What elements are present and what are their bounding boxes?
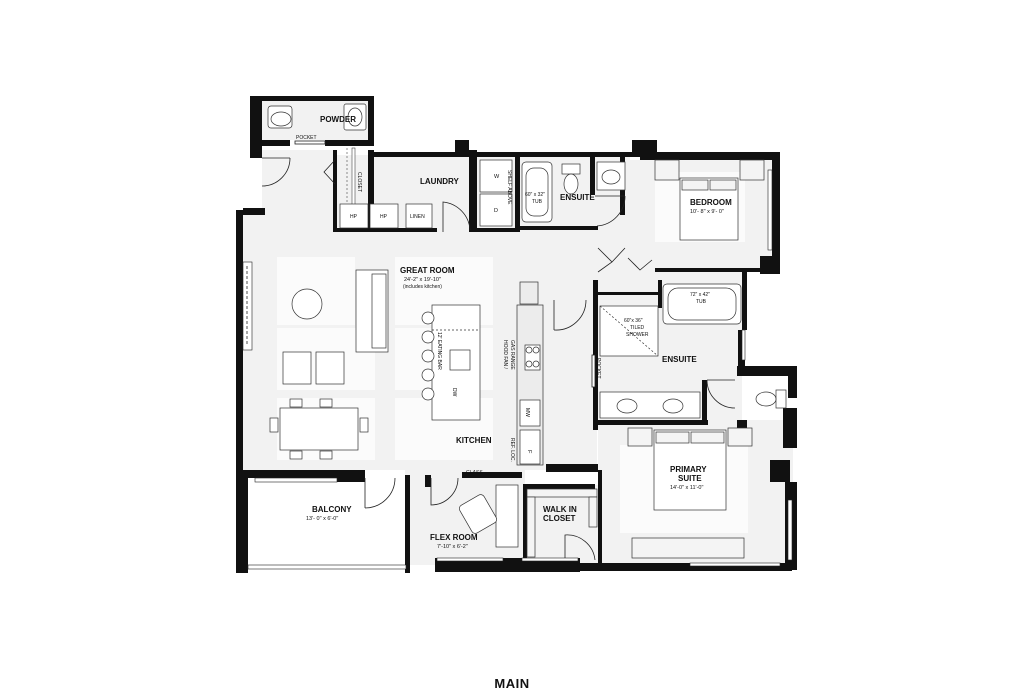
- dryer-label: D: [494, 208, 498, 214]
- doors-windows: [242, 140, 793, 570]
- shower-line-1: TILED: [630, 325, 645, 331]
- primary-suite-dims: 14'-0" x 11'-0": [670, 485, 703, 491]
- shelf-above-label: SHELF ABOVE: [506, 170, 512, 205]
- tub-large-dims: 72" x 42": [690, 292, 710, 298]
- great-room-dims: 24'-2" x 19'-10": [404, 277, 441, 283]
- ensuite-lower-label: ENSUITE: [662, 355, 697, 364]
- pocket-label-side: POCKET: [595, 358, 601, 379]
- powder-label: POWDER: [320, 115, 356, 124]
- fixtures: [267, 103, 787, 559]
- glass-label: GLASS: [466, 470, 483, 476]
- closet-label: CLOSET: [356, 172, 362, 192]
- gas-range-label: GAS RANGE: [509, 340, 515, 370]
- pocket-label-top: POCKET: [296, 135, 317, 141]
- ensuite-upper-label: ENSUITE: [560, 193, 595, 202]
- balcony-label: BALCONY: [312, 505, 352, 514]
- hood-fan-label: HOOD FAN /: [502, 340, 508, 370]
- shower-dims: 60"x 36": [624, 318, 643, 324]
- balcony-dims: 13'- 0" x 6'-0": [306, 516, 338, 522]
- kitchen-label: KITCHEN: [456, 436, 492, 445]
- dw-label: DW: [451, 388, 457, 397]
- fixture-labels: POCKET CLOSET HP HP LINEN W D SHELF ABOV…: [296, 135, 710, 476]
- primary-suite-label-2: SUITE: [678, 474, 702, 483]
- walk-in-label: WALK IN: [543, 505, 577, 514]
- walk-in-label-2: CLOSET: [543, 514, 576, 523]
- great-room-label: GREAT ROOM: [400, 266, 455, 275]
- tub-small-dims: 60" x 32": [525, 192, 545, 198]
- eating-bar-label: 12' EATING BAR: [436, 332, 442, 370]
- room-labels: POWDER LAUNDRY GREAT ROOM 24'-2" x 19'-1…: [306, 115, 732, 550]
- walls: [236, 96, 797, 573]
- bedroom-dims: 10'- 8" x 9'- 0": [690, 209, 724, 215]
- laundry-label: LAUNDRY: [420, 177, 459, 186]
- bedroom-label: BEDROOM: [690, 198, 732, 207]
- flex-room-label: FLEX ROOM: [430, 533, 478, 542]
- flex-room-dims: 7'-10" x 6'-2": [437, 544, 468, 550]
- linen-label: LINEN: [410, 214, 425, 220]
- fridge-label: F: [526, 450, 532, 454]
- washer-label: W: [494, 174, 500, 180]
- tub-small-word: TUB: [532, 199, 543, 205]
- hp-label-1: HP: [350, 214, 358, 220]
- plan-title: MAIN: [494, 676, 530, 691]
- mw-label: MW: [524, 408, 530, 417]
- hp-label-2: HP: [380, 214, 388, 220]
- ref-loc-label: REF. LOC.: [509, 438, 515, 462]
- tub-large-word: TUB: [696, 299, 707, 305]
- great-room-note: (includes kitchen): [403, 284, 442, 290]
- primary-suite-label: PRIMARY: [670, 465, 707, 474]
- shower-line-2: SHOWER: [626, 332, 649, 338]
